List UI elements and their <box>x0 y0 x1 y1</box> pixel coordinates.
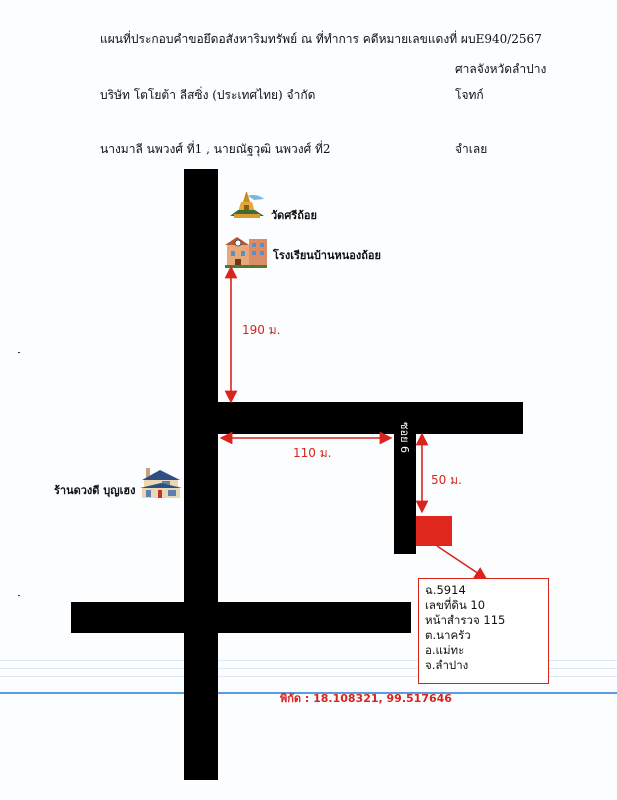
title-deed-number: ฉ.5914 <box>425 583 466 597</box>
province: จ.ลำปาง <box>425 658 469 672</box>
road-horizontal-lower <box>71 602 411 633</box>
distance-190m: 190 ม. <box>242 323 281 337</box>
scan-line <box>0 692 617 694</box>
scan-artifact <box>0 668 617 669</box>
property-marker <box>416 516 452 546</box>
survey-page: หน้าสำรวจ 115 <box>425 613 506 627</box>
court-name: ศาลจังหวัดลำปาง <box>455 62 547 76</box>
district: อ.แม่ทะ <box>425 643 465 657</box>
temple-icon <box>230 192 264 218</box>
land-number: เลขที่ดิน 10 <box>425 598 486 612</box>
plaintiff-name: บริษัท โตโยต้า ลีสซิ่ง (ประเทศไทย) จำกัด <box>100 88 316 102</box>
defendant-role: จำเลย <box>455 142 488 156</box>
main-road-vertical <box>184 169 218 780</box>
landmark-shop-label: ร้านดวงดี บุญเฮง <box>54 484 136 497</box>
scan-speck <box>18 352 20 353</box>
scan-artifact <box>0 676 617 677</box>
soi-6-road <box>394 434 416 554</box>
house-icon <box>140 468 182 498</box>
scan-artifact <box>0 660 617 661</box>
school-icon <box>225 237 267 268</box>
distance-110m: 110 ม. <box>293 446 332 460</box>
road-horizontal-upper <box>218 402 523 434</box>
distance-50m: 50 ม. <box>431 473 462 487</box>
subdistrict: ต.นาครัว <box>425 628 471 642</box>
landmark-temple-label: วัดศรีถ้อย <box>271 209 317 222</box>
scan-speck <box>18 595 20 596</box>
document-title: แผนที่ประกอบคำขอยึดอสังหาริมทรัพย์ ณ ที่… <box>100 32 542 46</box>
defendant-names: นางมาลี นพวงศ์ ที่1 , นายณัฐวุฒิ นพวงศ์ … <box>100 142 331 156</box>
plaintiff-role: โจทก์ <box>455 88 484 102</box>
gps-coordinates: พิกัด : 18.108321, 99.517646 <box>280 692 452 705</box>
landmark-school-label: โรงเรียนบ้านหนองถ้อย <box>273 249 381 262</box>
property-info-box: ฉ.5914 เลขที่ดิน 10 หน้าสำรวจ 115 ต.นาคร… <box>418 578 549 684</box>
